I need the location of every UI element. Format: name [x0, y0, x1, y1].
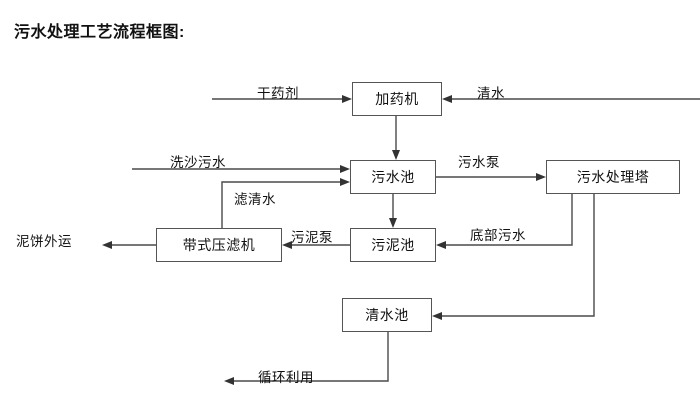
flow-tower-to-clearwater [432, 194, 595, 320]
edge-label-dry-chemical: 干药剂 [257, 86, 299, 101]
node-belt-filter-press[interactable]: 带式压滤机 [156, 228, 282, 262]
edge-label-mud-cake-out: 泥饼外运 [16, 234, 72, 249]
edge-label-clean-water: 清水 [477, 86, 505, 101]
flow-tower-to-sludge-pool [436, 194, 573, 249]
node-label: 带式压滤机 [182, 237, 256, 253]
node-clearwater-pool[interactable]: 清水池 [342, 298, 432, 332]
node-sewage-pool[interactable]: 污水池 [350, 160, 436, 194]
edge-label-sewage-pump: 污水泵 [458, 155, 500, 170]
flow-dry-chemical-to-dosing [212, 95, 352, 103]
flow-sewage-pool-to-tower [436, 173, 546, 181]
edge-label-recycle-use: 循环利用 [258, 370, 314, 385]
flow-sandwash-to-sewage-pool [132, 165, 350, 173]
flow-clearwater-to-recycle [224, 332, 389, 385]
node-label: 污泥池 [371, 237, 415, 253]
edge-label-filtered-water: 滤清水 [234, 192, 276, 207]
flow-sewage-pool-to-sludge-pool [389, 194, 397, 228]
flow-filtered-to-sewage-pool [221, 178, 350, 228]
edge-label-sand-wash-sewage: 洗沙污水 [170, 155, 226, 170]
edge-label-sludge-pump: 污泥泵 [291, 230, 333, 245]
flow-sludge-pool-to-press [282, 241, 350, 249]
node-label: 污水池 [371, 169, 415, 185]
node-label: 污水处理塔 [576, 169, 650, 185]
page-title: 污水处理工艺流程框图: [14, 24, 185, 41]
flow-clean-water-to-dosing [442, 95, 700, 103]
flow-dosing-to-sewage-pool [392, 116, 400, 160]
node-dosing-machine[interactable]: 加药机 [352, 82, 442, 116]
flow-press-to-mudcake [102, 241, 156, 249]
node-treatment-tower[interactable]: 污水处理塔 [546, 160, 680, 194]
node-label: 清水池 [365, 307, 409, 323]
node-sludge-pool[interactable]: 污泥池 [350, 228, 436, 262]
edge-label-bottom-sewage: 底部污水 [470, 228, 526, 243]
node-label: 加药机 [375, 91, 419, 107]
